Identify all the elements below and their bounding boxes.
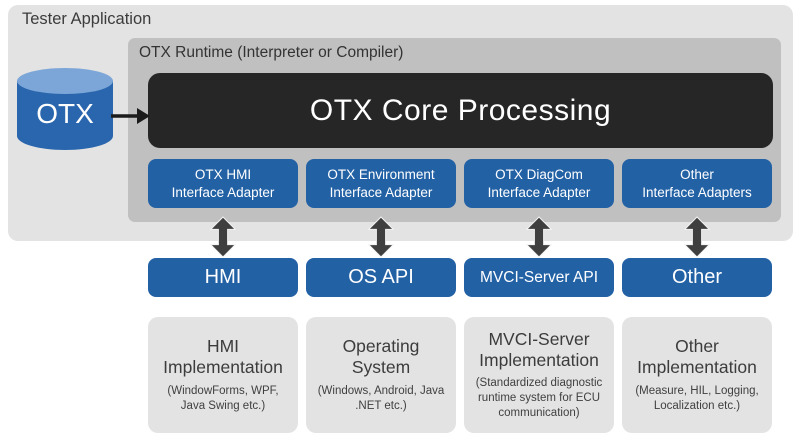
implementation-title: MVCI-Server Implementation bbox=[479, 328, 599, 370]
otx-runtime-title: OTX Runtime (Interpreter or Compiler) bbox=[139, 44, 404, 61]
implementation-detail-line: Java Swing etc.) bbox=[180, 399, 266, 412]
tester-application-title: Tester Application bbox=[22, 10, 152, 28]
otx-core-processing-box: OTX Core Processing bbox=[148, 73, 773, 148]
implementation-box-other: Other Implementation (Measure, HIL, Logg… bbox=[622, 317, 772, 433]
implementation-detail-line: (Standardized diagnostic bbox=[475, 377, 603, 390]
adapter-label-line: Interface Adapter bbox=[329, 184, 433, 200]
adapter-label-line: Interface Adapter bbox=[171, 184, 275, 200]
implementation-detail-line: (Measure, HIL, Logging, bbox=[635, 384, 759, 397]
adapter-label-line: Interface Adapters bbox=[642, 184, 752, 200]
adapter-label-line: Interface Adapter bbox=[487, 184, 591, 200]
adapter-label-line: OTX HMI bbox=[194, 167, 252, 183]
implementation-detail: (Windows, Android, Java .NET etc.) bbox=[318, 384, 445, 414]
adapter-label-line: OTX DiagCom bbox=[495, 167, 583, 183]
implementation-detail: (WindowForms, WPF, Java Swing etc.) bbox=[167, 384, 278, 414]
adapter-box-diagcom: OTX DiagCom Interface Adapter bbox=[464, 159, 614, 208]
implementation-title: HMI Implementation bbox=[163, 336, 283, 378]
implementation-detail-line: (WindowForms, WPF, bbox=[167, 384, 279, 397]
double-arrow-icon-hmi bbox=[210, 216, 236, 258]
api-box-os-api: OS API bbox=[306, 258, 456, 297]
implementation-box-hmi: HMI Implementation (WindowForms, WPF, Ja… bbox=[148, 317, 298, 433]
implementation-detail-line: (Windows, Android, Java bbox=[317, 384, 445, 397]
adapter-box-other: Other Interface Adapters bbox=[622, 159, 772, 208]
implementation-detail-line: runtime system for ECU bbox=[477, 392, 601, 405]
double-arrow-icon-os bbox=[368, 216, 394, 258]
implementation-detail: (Measure, HIL, Logging, Localization etc… bbox=[635, 384, 758, 414]
implementation-detail-line: .NET etc.) bbox=[355, 399, 407, 412]
api-box-mvci-server-api: MVCI-Server API bbox=[464, 258, 614, 297]
api-box-hmi: HMI bbox=[148, 258, 298, 297]
implementation-detail: (Standardized diagnostic runtime system … bbox=[476, 376, 603, 421]
api-label: OS API bbox=[348, 266, 414, 288]
double-arrow-icon-mvci bbox=[526, 216, 552, 258]
implementation-title: Operating System bbox=[342, 336, 420, 378]
api-box-other: Other bbox=[622, 258, 772, 297]
implementation-box-mvci-server: MVCI-Server Implementation (Standardized… bbox=[464, 317, 614, 433]
double-arrow-icon-other bbox=[684, 216, 710, 258]
otx-document-cylinder-icon bbox=[17, 68, 113, 150]
api-label: Other bbox=[671, 266, 723, 288]
adapter-label-line: OTX Environment bbox=[327, 167, 435, 183]
adapter-label-line: Other bbox=[680, 167, 714, 183]
api-label: MVCI-Server API bbox=[480, 268, 598, 286]
otx-core-processing-label: OTX Core Processing bbox=[309, 93, 612, 127]
implementation-detail-line: communication) bbox=[498, 407, 580, 420]
adapter-box-environment: OTX Environment Interface Adapter bbox=[306, 159, 456, 208]
otx-cylinder-label: OTX bbox=[36, 98, 94, 129]
implementation-box-operating-system: Operating System (Windows, Android, Java… bbox=[306, 317, 456, 433]
otx-to-core-arrow-icon bbox=[111, 108, 150, 124]
adapter-box-hmi: OTX HMI Interface Adapter bbox=[148, 159, 298, 208]
implementation-title: Other Implementation bbox=[637, 336, 757, 378]
api-label: HMI bbox=[204, 266, 242, 288]
implementation-detail-line: Localization etc.) bbox=[653, 399, 741, 412]
